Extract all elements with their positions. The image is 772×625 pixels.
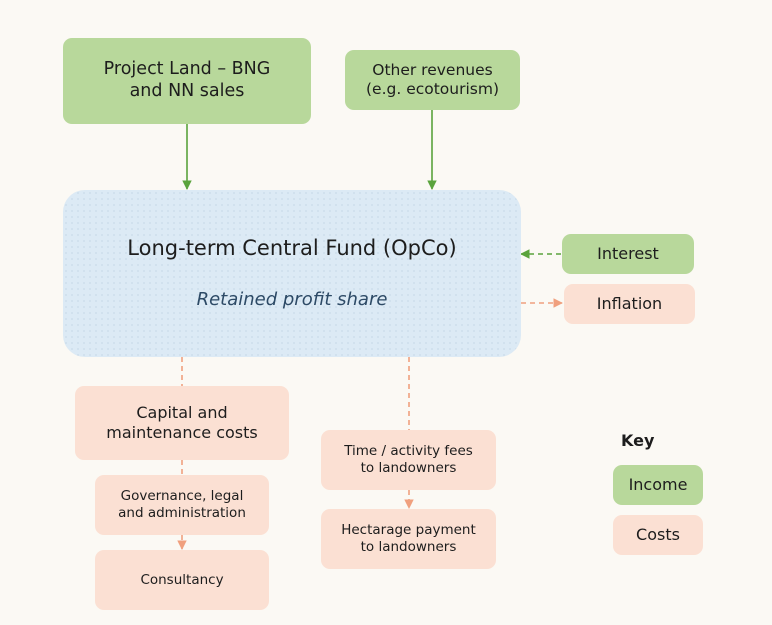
key-title: Key bbox=[621, 431, 655, 450]
central-fund-box: Long-term Central Fund (OpCo) Retained p… bbox=[63, 190, 521, 357]
project-land-box: Project Land – BNG and NN sales bbox=[63, 38, 311, 124]
central-fund-title: Long-term Central Fund (OpCo) bbox=[127, 236, 457, 261]
inflation-box: Inflation bbox=[564, 284, 695, 324]
consultancy-box: Consultancy bbox=[95, 550, 269, 610]
key-income: Income bbox=[613, 465, 703, 505]
governance-box: Governance, legal and administration bbox=[95, 475, 269, 535]
time-fees-box: Time / activity fees to landowners bbox=[321, 430, 496, 490]
interest-box: Interest bbox=[562, 234, 694, 274]
other-revenues-box: Other revenues (e.g. ecotourism) bbox=[345, 50, 520, 110]
central-fund-subtitle: Retained profit share bbox=[196, 289, 388, 311]
hectarage-box: Hectarage payment to landowners bbox=[321, 509, 496, 569]
capital-maintenance-box: Capital and maintenance costs bbox=[75, 386, 289, 460]
key-costs: Costs bbox=[613, 515, 703, 555]
